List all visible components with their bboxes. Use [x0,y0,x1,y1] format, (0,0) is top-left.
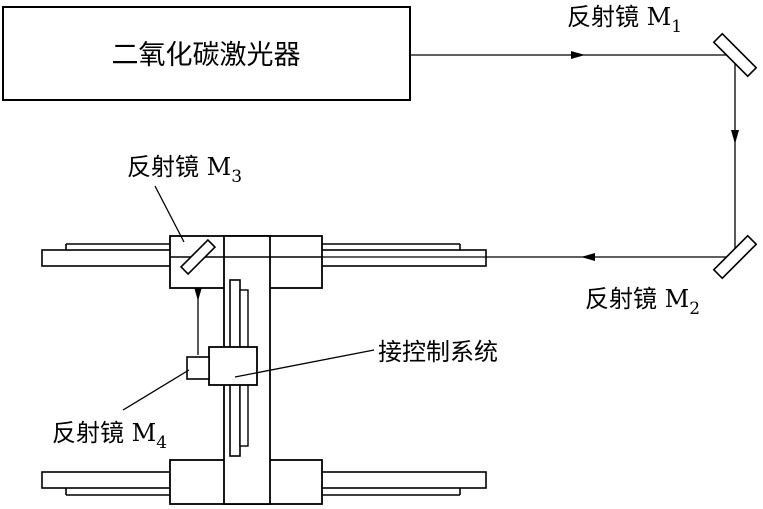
mirror-m3 [179,238,217,276]
laser-box: 二氧化碳激光器 [2,6,411,101]
label-m1: 反射镜 M1 [567,3,682,37]
leader-control [234,349,375,378]
leader-m3 [154,185,185,243]
label-m2: 反射镜 M2 [585,285,700,319]
cutting-head [186,346,258,386]
mirror-m1 [712,32,758,78]
mirror-m2 [712,234,758,280]
label-m3: 反射镜 M3 [127,153,242,187]
label-control: 接控制系统 [378,338,498,366]
leader-m4 [122,369,190,411]
laser-label: 二氧化碳激光器 [112,40,301,71]
label-m4: 反射镜 M4 [52,419,167,453]
leader-lines [122,185,375,411]
